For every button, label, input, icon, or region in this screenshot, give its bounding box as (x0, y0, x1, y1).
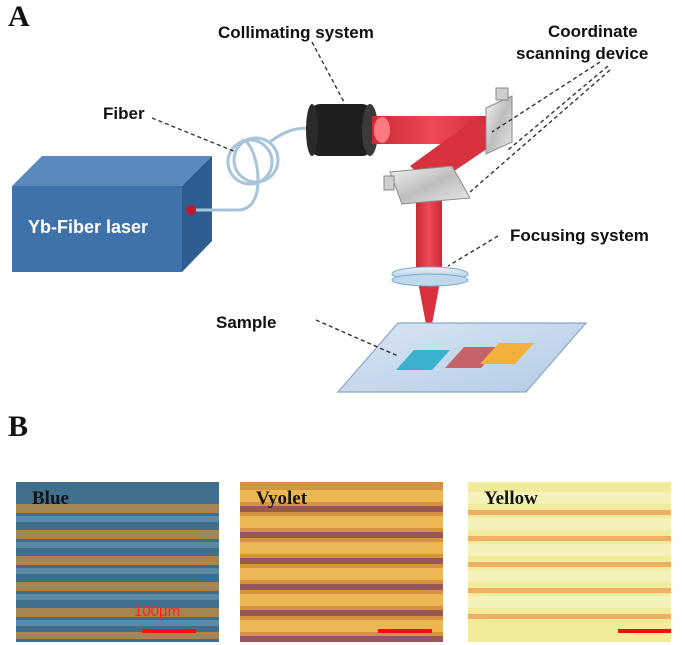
micrograph-label-yellow: Yellow (484, 488, 538, 509)
laser-label: Yb-Fiber laser (28, 217, 149, 237)
micrograph-violet: Vyolet (240, 482, 443, 642)
sample-label: Sample (216, 313, 277, 332)
laser-setup-diagram (12, 41, 611, 393)
coordinate-label-line2: scanning device (516, 44, 649, 63)
panel-b-letter: B (8, 410, 29, 443)
collimating-system-label: Collimating system (218, 23, 374, 42)
panel-a-letter: A (8, 0, 30, 33)
sample-violet (445, 347, 500, 368)
scale-bar-yellow (618, 629, 671, 633)
scanning-mirror-top (485, 87, 513, 155)
sample-blue (396, 350, 450, 370)
micrograph-yellow: Yellow (468, 482, 671, 642)
scale-bar-text: 100μm (134, 603, 181, 620)
sample-yellow (480, 343, 534, 364)
laser-box (12, 156, 212, 272)
focusing-system-label: Focusing system (510, 226, 649, 245)
laser-beam (372, 116, 500, 340)
coordinate-label-line1: Coordinate (548, 22, 638, 41)
micrograph-label-blue: Blue (32, 488, 69, 509)
collimator (306, 104, 378, 156)
scanning-mirror-bottom (383, 165, 471, 205)
fiber-coil (196, 126, 313, 212)
micrograph-label-violet: Vyolet (256, 488, 308, 509)
fiber-label: Fiber (103, 104, 145, 123)
focusing-lens (391, 266, 469, 287)
laser-output-port (186, 205, 196, 215)
sample-plate (336, 322, 588, 393)
scale-bar-violet (378, 629, 432, 633)
micrograph-blue: Blue 100μm (16, 482, 219, 642)
scale-bar-blue (142, 629, 196, 633)
leader-lines (151, 41, 611, 357)
